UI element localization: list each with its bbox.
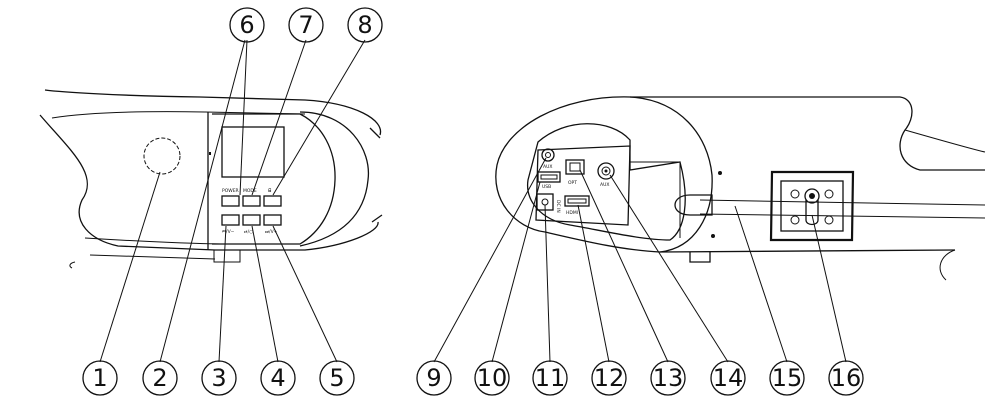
display-window <box>221 126 285 178</box>
ir-sensor-window <box>143 137 181 175</box>
play-pause-button[interactable] <box>242 214 261 226</box>
prev-vol-down-label: ⏮/V− <box>222 229 235 235</box>
svg-text:12: 12 <box>594 364 625 392</box>
usb-label: USB <box>542 184 551 190</box>
svg-text:16: 16 <box>831 364 862 392</box>
right-soundbar-view: AUX USB DC IN OPT HDMI AUX <box>416 96 986 396</box>
callout-9: 9 <box>416 360 452 396</box>
aux-top-label: AUX <box>543 164 552 170</box>
svg-text:5: 5 <box>329 364 344 392</box>
bluetooth-label: ᗺ <box>268 188 272 194</box>
optical-port <box>565 159 585 175</box>
aux-jack <box>597 162 615 180</box>
left-soundbar-view: POWER MODE ᗺ ⏮/V− ⏯/○ ⏭/V+ 1 <box>39 7 383 396</box>
hdmi-port <box>564 195 590 207</box>
svg-text:7: 7 <box>298 11 313 39</box>
power-label: POWER <box>222 188 239 194</box>
power-button[interactable] <box>221 195 240 207</box>
callout-3: 3 <box>201 360 237 396</box>
svg-text:2: 2 <box>152 364 167 392</box>
callout-13: 13 <box>650 360 686 396</box>
callout-11: 11 <box>532 360 568 396</box>
prev-vol-down-button[interactable] <box>221 214 240 226</box>
aux-label: AUX <box>600 182 609 188</box>
play-pause-label: ⏯/○ <box>244 229 253 235</box>
svg-text:10: 10 <box>477 364 508 392</box>
next-vol-up-label: ⏭/V+ <box>265 229 278 235</box>
usb-port <box>537 171 561 183</box>
callout-8: 8 <box>347 7 383 43</box>
bluetooth-button[interactable] <box>263 195 282 207</box>
callout-7: 7 <box>288 7 324 43</box>
callout-6: 6 <box>229 7 265 43</box>
callout-4: 4 <box>260 360 296 396</box>
svg-text:6: 6 <box>239 11 254 39</box>
svg-text:14: 14 <box>713 364 744 392</box>
svg-text:4: 4 <box>270 364 285 392</box>
svg-text:3: 3 <box>211 364 226 392</box>
mode-label: MODE <box>243 188 257 194</box>
mode-button[interactable] <box>242 195 261 207</box>
callout-16: 16 <box>828 360 864 396</box>
callout-2: 2 <box>142 360 178 396</box>
svg-text:13: 13 <box>653 364 684 392</box>
aux-jack-top <box>541 148 555 162</box>
svg-text:8: 8 <box>357 11 372 39</box>
svg-text:11: 11 <box>535 364 566 392</box>
callout-10: 10 <box>474 360 510 396</box>
callout-1: 1 <box>82 360 118 396</box>
svg-text:9: 9 <box>426 364 441 392</box>
callout-5: 5 <box>319 360 355 396</box>
optical-label: OPT <box>568 180 577 186</box>
svg-text:15: 15 <box>772 364 803 392</box>
callout-14: 14 <box>710 360 746 396</box>
next-vol-up-button[interactable] <box>263 214 282 226</box>
wall-mount-bracket <box>769 170 855 242</box>
callout-15: 15 <box>769 360 805 396</box>
dc-in-label: DC IN <box>555 200 561 213</box>
callout-12: 12 <box>591 360 627 396</box>
hdmi-label: HDMI <box>566 210 578 216</box>
svg-text:1: 1 <box>92 364 107 392</box>
